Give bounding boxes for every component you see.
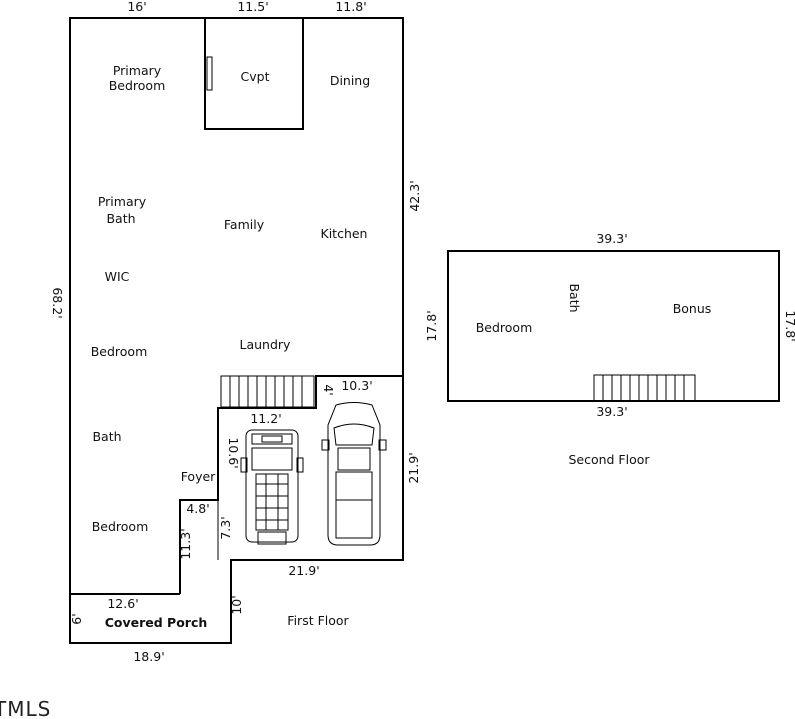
- dim-porch-bottom: 18.9': [133, 649, 164, 664]
- foyer-wall: [179, 375, 403, 594]
- bath-label: Bath: [92, 429, 121, 444]
- first-floor-outline: [69, 17, 404, 644]
- dim-top-right: 11.8': [335, 0, 366, 14]
- dim-garage-step: 4': [321, 384, 336, 395]
- cvpt-label: Cvpt: [241, 69, 270, 84]
- dim-garage-top: 10.3': [341, 378, 372, 393]
- dim-top-left: 16': [127, 0, 146, 14]
- dim-foyer-left: 11.3': [178, 528, 193, 559]
- primary-bath-label-line2: Bath: [106, 211, 135, 226]
- dim-foyer-width: 4.8': [186, 501, 209, 516]
- bedroom-label-2: Bedroom: [92, 519, 149, 534]
- dim-second-top: 39.3': [596, 231, 627, 246]
- pickup-truck-icon: [321, 402, 387, 546]
- dim-porch-right: 10': [229, 595, 244, 614]
- dim-second-left: 17.8': [424, 310, 439, 341]
- wic-label: WIC: [105, 269, 130, 284]
- jeep-vehicle-icon: [240, 429, 304, 545]
- dim-second-bottom: 39.3': [596, 404, 627, 419]
- dim-top-mid: 11.5': [237, 0, 268, 14]
- second-floor-bedroom-label: Bedroom: [476, 320, 533, 335]
- dim-garage-side: 10.6': [226, 437, 241, 468]
- bonus-label: Bonus: [673, 301, 712, 316]
- dim-garage-bottom: 21.9': [288, 563, 319, 578]
- second-floor-caption: Second Floor: [568, 452, 650, 467]
- laundry-label: Laundry: [240, 337, 292, 352]
- foyer-label: Foyer: [181, 469, 216, 484]
- bedroom-label-1: Bedroom: [91, 344, 148, 359]
- dim-garage-right: 21.9': [406, 452, 421, 483]
- dining-label: Dining: [330, 73, 370, 88]
- dim-left: 68.2': [50, 287, 65, 318]
- tmls-logo: TMLS: [0, 697, 51, 719]
- first-floor-stairs: [220, 375, 315, 408]
- family-label: Family: [224, 217, 265, 232]
- dim-second-right: 17.8': [783, 310, 795, 341]
- dim-right-upper: 42.3': [407, 180, 422, 211]
- primary-bedroom-label-line2: Bedroom: [109, 78, 166, 93]
- cvpt-door: [206, 56, 213, 91]
- primary-bedroom-label: Primary: [113, 63, 162, 78]
- first-floor-caption: First Floor: [287, 613, 349, 628]
- dim-porch-top: 12.6': [107, 596, 138, 611]
- covered-porch-label: Covered Porch: [105, 615, 208, 630]
- second-floor-bath-label: Bath: [567, 283, 582, 312]
- dim-porch-side: 6': [69, 613, 84, 624]
- dim-garage-lower-left: 7.3': [218, 516, 233, 539]
- second-floor-stairs: [593, 374, 696, 402]
- dim-garage-inner: 11.2': [250, 411, 281, 426]
- kitchen-label: Kitchen: [321, 226, 368, 241]
- primary-bath-label: Primary: [98, 194, 147, 209]
- cvpt-wall: [204, 17, 304, 130]
